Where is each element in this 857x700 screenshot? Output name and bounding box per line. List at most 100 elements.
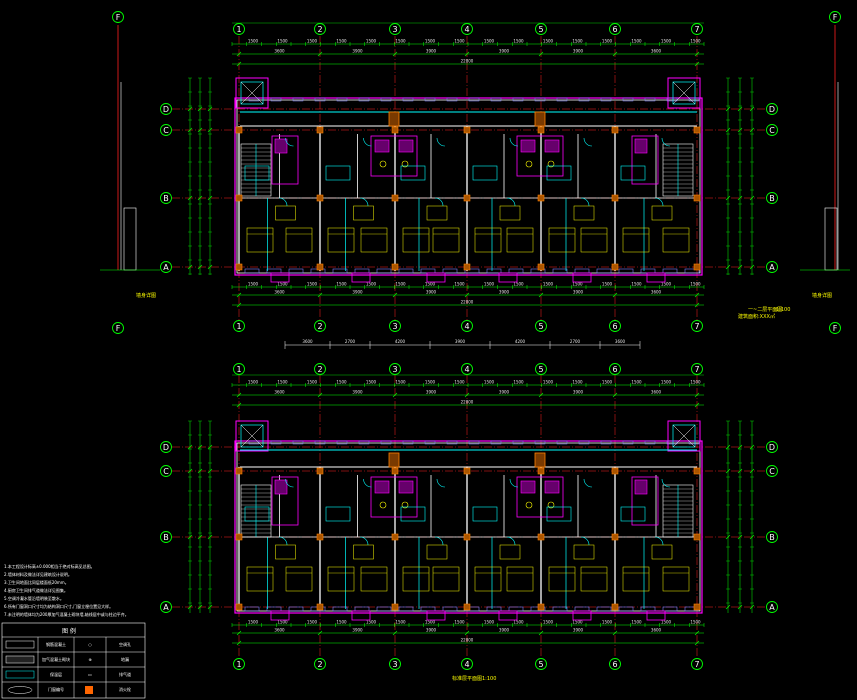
unit-dim-label: 1500 — [631, 380, 642, 385]
dining-table — [651, 205, 673, 221]
shower — [274, 138, 288, 154]
window — [248, 97, 260, 102]
span-dim-label: 3600 — [651, 628, 662, 633]
balcony — [646, 610, 666, 621]
stair-tower-left — [235, 77, 269, 109]
legend-label: 消火栓 — [119, 686, 131, 692]
toilet — [379, 501, 387, 509]
span-dim-label: 3900 — [499, 628, 510, 633]
unit-dim-label: 1500 — [690, 620, 701, 625]
toilet — [547, 501, 555, 509]
window — [332, 268, 348, 274]
shower — [544, 139, 560, 153]
balcony — [426, 272, 446, 283]
window — [490, 440, 502, 445]
unit-dim-label: 1500 — [248, 620, 259, 625]
column — [537, 467, 545, 475]
note-3: 3.卫生间地面比同层楼面低20mm。 — [4, 579, 69, 585]
bed — [506, 566, 534, 592]
axis-bubble-top-5: 5 — [535, 363, 547, 375]
door-swing — [506, 536, 516, 546]
elevator-cross — [672, 81, 696, 105]
unit-dim-label: 1500 — [513, 380, 524, 385]
unit-dim-label: 1500 — [484, 282, 495, 287]
axis-bubble-bottom-3: 3 — [389, 320, 401, 332]
unit-dim-label: 1500 — [336, 282, 347, 287]
kitchen-counter — [620, 165, 646, 181]
mid-dim-label: 4200 — [395, 339, 406, 344]
elevator-cross — [240, 81, 264, 105]
dimension-tick — [464, 392, 470, 398]
window — [618, 268, 634, 274]
axis-label: 6 — [612, 25, 617, 34]
legend-label: 地漏 — [121, 656, 129, 662]
balcony — [351, 272, 371, 283]
elevator-cross — [672, 424, 696, 448]
axis-label: C — [163, 126, 169, 135]
axis-bubble-left-B: B — [160, 192, 172, 204]
axis-label: 5 — [538, 322, 543, 331]
balcony — [498, 610, 518, 621]
unit-dim-label: 1500 — [425, 380, 436, 385]
window — [380, 440, 392, 445]
door-swing — [285, 137, 294, 147]
mid-dim-label: 3900 — [455, 339, 466, 344]
axis-label: 4 — [464, 660, 469, 669]
window — [358, 97, 370, 102]
axis-label: 2 — [317, 25, 322, 34]
axis-label: 3 — [392, 365, 397, 374]
dimension-tick — [749, 604, 755, 610]
dimension-tick — [187, 127, 193, 133]
legend-label: 排气道 — [119, 671, 131, 677]
dining-table — [275, 544, 296, 560]
axis-label: F — [116, 13, 121, 22]
dimension-tick — [207, 468, 213, 474]
kitchen-counter — [325, 506, 351, 522]
window — [380, 97, 392, 102]
dimension-tick — [538, 630, 544, 636]
bed — [360, 227, 388, 253]
axis-bubble-left-D: D — [160, 103, 172, 115]
shower — [544, 480, 560, 494]
dimension-tick — [725, 106, 731, 112]
axis-bubble-left-A: A — [160, 601, 172, 613]
unit-dim-label: 1500 — [661, 282, 672, 287]
dimension-tick — [317, 292, 323, 298]
mid-dim-label: 4200 — [515, 339, 526, 344]
span-dim-label: 3900 — [352, 628, 363, 633]
dimension-tick — [464, 51, 470, 57]
shower — [520, 480, 536, 494]
shower — [398, 139, 414, 153]
axis-label: 5 — [538, 365, 543, 374]
dimension-tick — [737, 264, 743, 270]
dining-table — [426, 544, 448, 560]
window — [402, 440, 414, 445]
column — [391, 467, 399, 475]
bed — [327, 227, 355, 253]
dimension-tick — [612, 292, 618, 298]
door-swing — [583, 478, 593, 488]
bed — [548, 227, 576, 253]
window — [336, 440, 348, 445]
window — [578, 97, 590, 102]
unit-dim-label: 1500 — [543, 282, 554, 287]
dimension-tick — [737, 127, 743, 133]
balcony — [572, 272, 592, 283]
axis-label: 2 — [317, 322, 322, 331]
span-dim-label: 3900 — [352, 290, 363, 295]
axis-label: A — [163, 603, 169, 612]
dining-table — [499, 544, 521, 560]
door-swing — [278, 197, 288, 207]
axis-label: B — [163, 194, 169, 203]
axis-bubble-right-D: D — [766, 441, 778, 453]
dimension-tick — [725, 534, 731, 540]
shower — [274, 479, 288, 495]
dimension-tick — [236, 302, 242, 308]
elevator-shaft-right — [672, 424, 696, 448]
unit-dim-label: 1500 — [366, 39, 377, 44]
toilet — [401, 160, 409, 168]
unit-dim-label: 1500 — [631, 282, 642, 287]
column — [463, 263, 471, 271]
